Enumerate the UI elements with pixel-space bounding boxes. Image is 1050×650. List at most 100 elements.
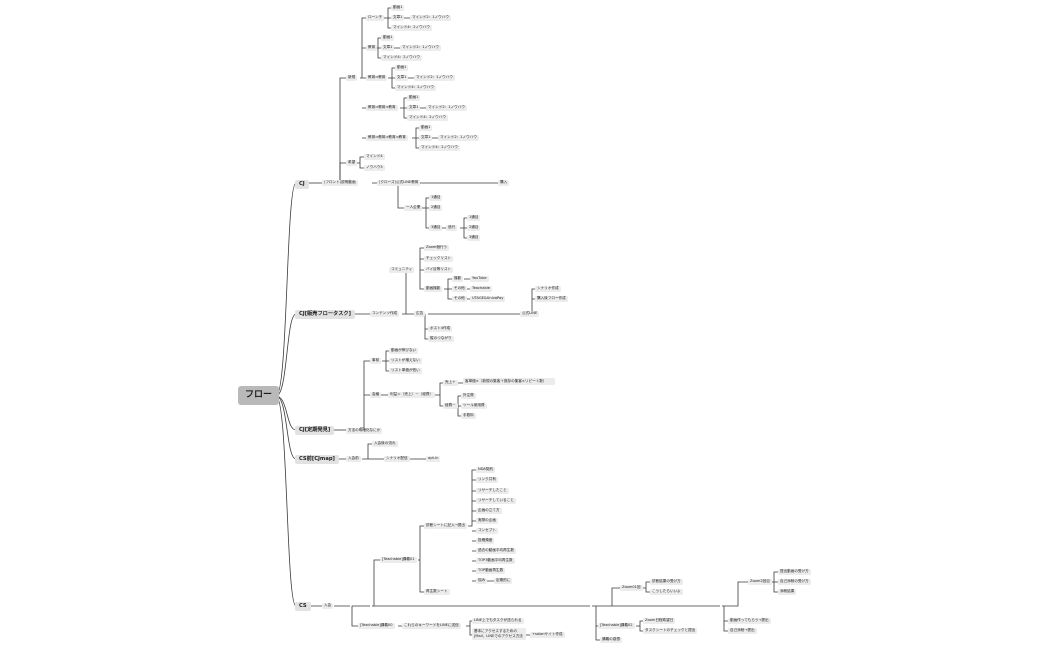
node-ichi[interactable]: 一人企業 [404,205,423,211]
node-profit[interactable]: 利益＝（売上）－（経費） [388,392,436,398]
branch-cs[interactable]: CS [295,602,311,612]
node-cs-scenario[interactable]: シナリオ配信 [384,456,410,462]
node-k3-m4[interactable]: マインド4：2ノウハウ [407,115,448,121]
node-utage[interactable]: UTAGE&UnivaPay [470,296,506,302]
branch-cscjmap[interactable]: CS前[CJmap] [295,455,339,465]
node-k-m4[interactable]: マインド4：2ノウハウ [381,55,422,61]
root-node[interactable]: フロー [238,386,280,405]
node-s5[interactable]: 企画の立て方 [476,508,502,514]
node-buy[interactable]: 購入 [498,180,510,186]
node-kyoiku2[interactable]: 教育⇒教育 [366,75,388,81]
node-sonota2[interactable]: その他 [452,296,467,302]
node-community[interactable]: コミュニティ [389,267,415,273]
node-kaigi[interactable]: 会議 [370,392,382,398]
node-teachable[interactable]: Teachable [470,286,492,292]
node-self2[interactable]: 自己添削→提出 [728,628,757,634]
node-uriage-calc[interactable]: 客単価×（新規の集客＋既存の集客×リピート数） [463,378,555,386]
node-teach2[interactable]: [Teachable]講義02 [598,623,635,629]
node-k2-m2[interactable]: マインド2：1ノウハウ [414,75,455,81]
node-d1[interactable]: 1通目 [467,215,481,221]
node-d3[interactable]: 3通目 [467,235,481,241]
node-q2[interactable]: リストが増えない [389,358,422,364]
node-k4-bun[interactable]: 文章1 [419,135,433,141]
node-shinki[interactable]: 新規 [346,75,358,81]
node-zoom-v[interactable]: Zoom日程希望日 [643,618,676,624]
node-s1[interactable]: NDA契約 [476,467,496,473]
node-closing[interactable]: (クローズ)公式LINE教育 [377,180,421,186]
node-z2b[interactable]: 自己添削の受け方 [778,579,811,585]
node-line1[interactable]: LINE上でもタスクが送られる [472,618,524,624]
node-scenario[interactable]: シナリオ作成 [535,286,561,292]
node-s2[interactable]: リンク共有 [476,477,498,483]
node-zoom2[interactable]: Zoom2回目 [748,579,772,585]
node-kyoiku[interactable]: 教育 [366,45,378,51]
branch-cj[interactable]: CJ [295,180,309,190]
node-loaner[interactable]: ローンチ [366,15,385,21]
node-kouhou[interactable]: 広告 [414,311,426,317]
node-self1[interactable]: 動画作ってもらう→提出 [728,618,771,624]
node-day1[interactable]: 1通目 [429,195,443,201]
node-z2a[interactable]: 提出動画の受け方 [778,569,811,575]
node-kanso[interactable]: 講義の感想 [600,637,622,643]
node-nyukai[interactable]: 入会 [322,603,334,609]
node-day2[interactable]: 2通目 [429,205,443,211]
node-sonota1[interactable]: その他 [452,286,467,292]
node-z2c[interactable]: 添削結果 [778,589,797,595]
node-s10[interactable]: TOP3動画平均再生数 [476,558,515,564]
node-buyflow[interactable]: 購入後フロー作成 [535,296,568,302]
node-fan[interactable]: 縦のつながり [428,336,454,342]
branch-cjsale[interactable]: CJ[販売フロータスク] [295,310,355,320]
node-k4-m2[interactable]: マインド2：1ノウハウ [438,135,479,141]
node-s8[interactable]: 投稿頻度 [476,538,495,544]
node-zoom01b[interactable]: こうしたらいいよ [650,589,683,595]
node-k3-m2[interactable]: マインド2：1ノウハウ [426,105,467,111]
node-s6[interactable]: 実際の企画 [476,518,498,524]
node-k3-d1[interactable]: 動画1 [407,95,421,101]
node-post[interactable]: ポスト4作成 [428,326,453,332]
node-salon[interactable]: +salonサイト作成 [530,632,565,638]
node-zoom01[interactable]: Zoom01回 [620,585,643,591]
node-youtube[interactable]: YouTube [470,276,489,282]
node-nyushu-flow[interactable]: 入会後の流れ [372,441,398,447]
node-line-kw[interactable]: これらのキーワードをLINEに送信 [402,623,461,629]
node-kyoiku4[interactable]: 教育⇒教育⇒教育⇒教育 [366,135,408,141]
node-kyoiku3[interactable]: 教育⇒教育⇒教育 [366,105,398,111]
node-kibo-know[interactable]: ノウハウ5 [364,165,385,171]
node-k4-m4[interactable]: マインド4：2ノウハウ [419,145,460,151]
node-nyushu[interactable]: 入会前 [346,456,361,462]
node-s3[interactable]: リサーチしたこと [476,488,509,494]
node-kibo-mind[interactable]: マインド4 [364,154,385,160]
node-k2-m4[interactable]: マインド4：2ノウハウ [395,85,436,91]
node-optin[interactable]: opt-in [426,456,441,462]
node-s12b[interactable]: 定期的に [494,578,513,584]
node-s7[interactable]: コンセプト [476,528,498,534]
node-satsuei[interactable]: 撮影 [452,276,464,282]
node-check[interactable]: チェックリスト [424,256,454,262]
node-kibo[interactable]: 希望 [346,160,358,166]
node-s9[interactable]: 過去の動画平均再生数 [476,548,516,554]
node-l-m2[interactable]: マインド2：1ノウハウ [410,15,451,21]
node-contents[interactable]: コンテンツ作成 [370,311,400,317]
node-honsha[interactable]: 方法の明確化なにか [346,428,383,434]
node-d2[interactable]: 2通目 [467,225,481,231]
node-zoom[interactable]: Zoom個行う [424,245,450,251]
node-l-d1[interactable]: 動画1 [391,5,405,11]
node-k2[interactable]: ツール使用費 [461,403,487,409]
node-l-m4[interactable]: マインド4：2ノウハウ [391,25,432,31]
node-k1[interactable]: 外注費 [461,393,476,399]
node-s12[interactable]: 悩み [476,578,488,584]
node-k-m2[interactable]: マインド2：1ノウハウ [400,45,441,51]
node-sheet2[interactable]: 再生数シート [424,589,450,595]
node-sheet-intro[interactable]: 診断シートに記入→提出 [424,523,467,529]
node-teach1[interactable]: [Teachable]講義01 [380,557,417,563]
node-front[interactable]: (フロント)説明動画 [322,180,358,186]
node-video[interactable]: 動画撮影 [424,286,443,292]
node-suppl[interactable]: 追行 [446,225,458,231]
node-k-bun[interactable]: 文章1 [381,45,395,51]
node-q3[interactable]: リスト単価が低い [389,368,422,374]
node-zoom01a[interactable]: 診断結果の受け方 [650,579,683,585]
node-q1[interactable]: 動画が伸びない [389,348,419,354]
node-mlm[interactable]: 公式LINE [520,311,540,317]
node-s4[interactable]: リサーチしていること [476,498,516,504]
node-s11[interactable]: TOP動画再生数 [476,568,506,574]
